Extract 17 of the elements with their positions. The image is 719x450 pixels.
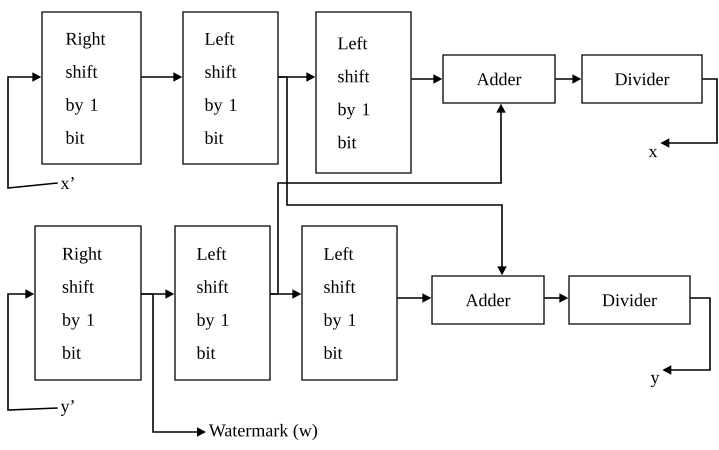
arrow	[7, 72, 58, 189]
signal-label: y’	[60, 400, 74, 416]
process-box: Divider	[581, 54, 703, 104]
signal-label: x	[648, 148, 658, 158]
signal-label: x’	[60, 177, 74, 189]
shift-box: Left shift by 1 bit	[174, 225, 271, 381]
arrow	[7, 289, 58, 411]
signal-label: y	[650, 374, 660, 388]
shift-box: Right shift by 1 bit	[41, 11, 142, 165]
shift-box: Left shift by 1 bit	[315, 11, 412, 174]
shift-box: Left shift by 1 bit	[301, 225, 398, 381]
shift-box: Left shift by 1 bit	[182, 11, 279, 165]
process-box: Adder	[431, 275, 545, 325]
shift-box: Right shift by 1 bit	[34, 225, 142, 381]
signal-label: Watermark (w)	[208, 424, 317, 440]
process-box: Adder	[442, 54, 556, 104]
process-box: Divider	[568, 275, 691, 325]
